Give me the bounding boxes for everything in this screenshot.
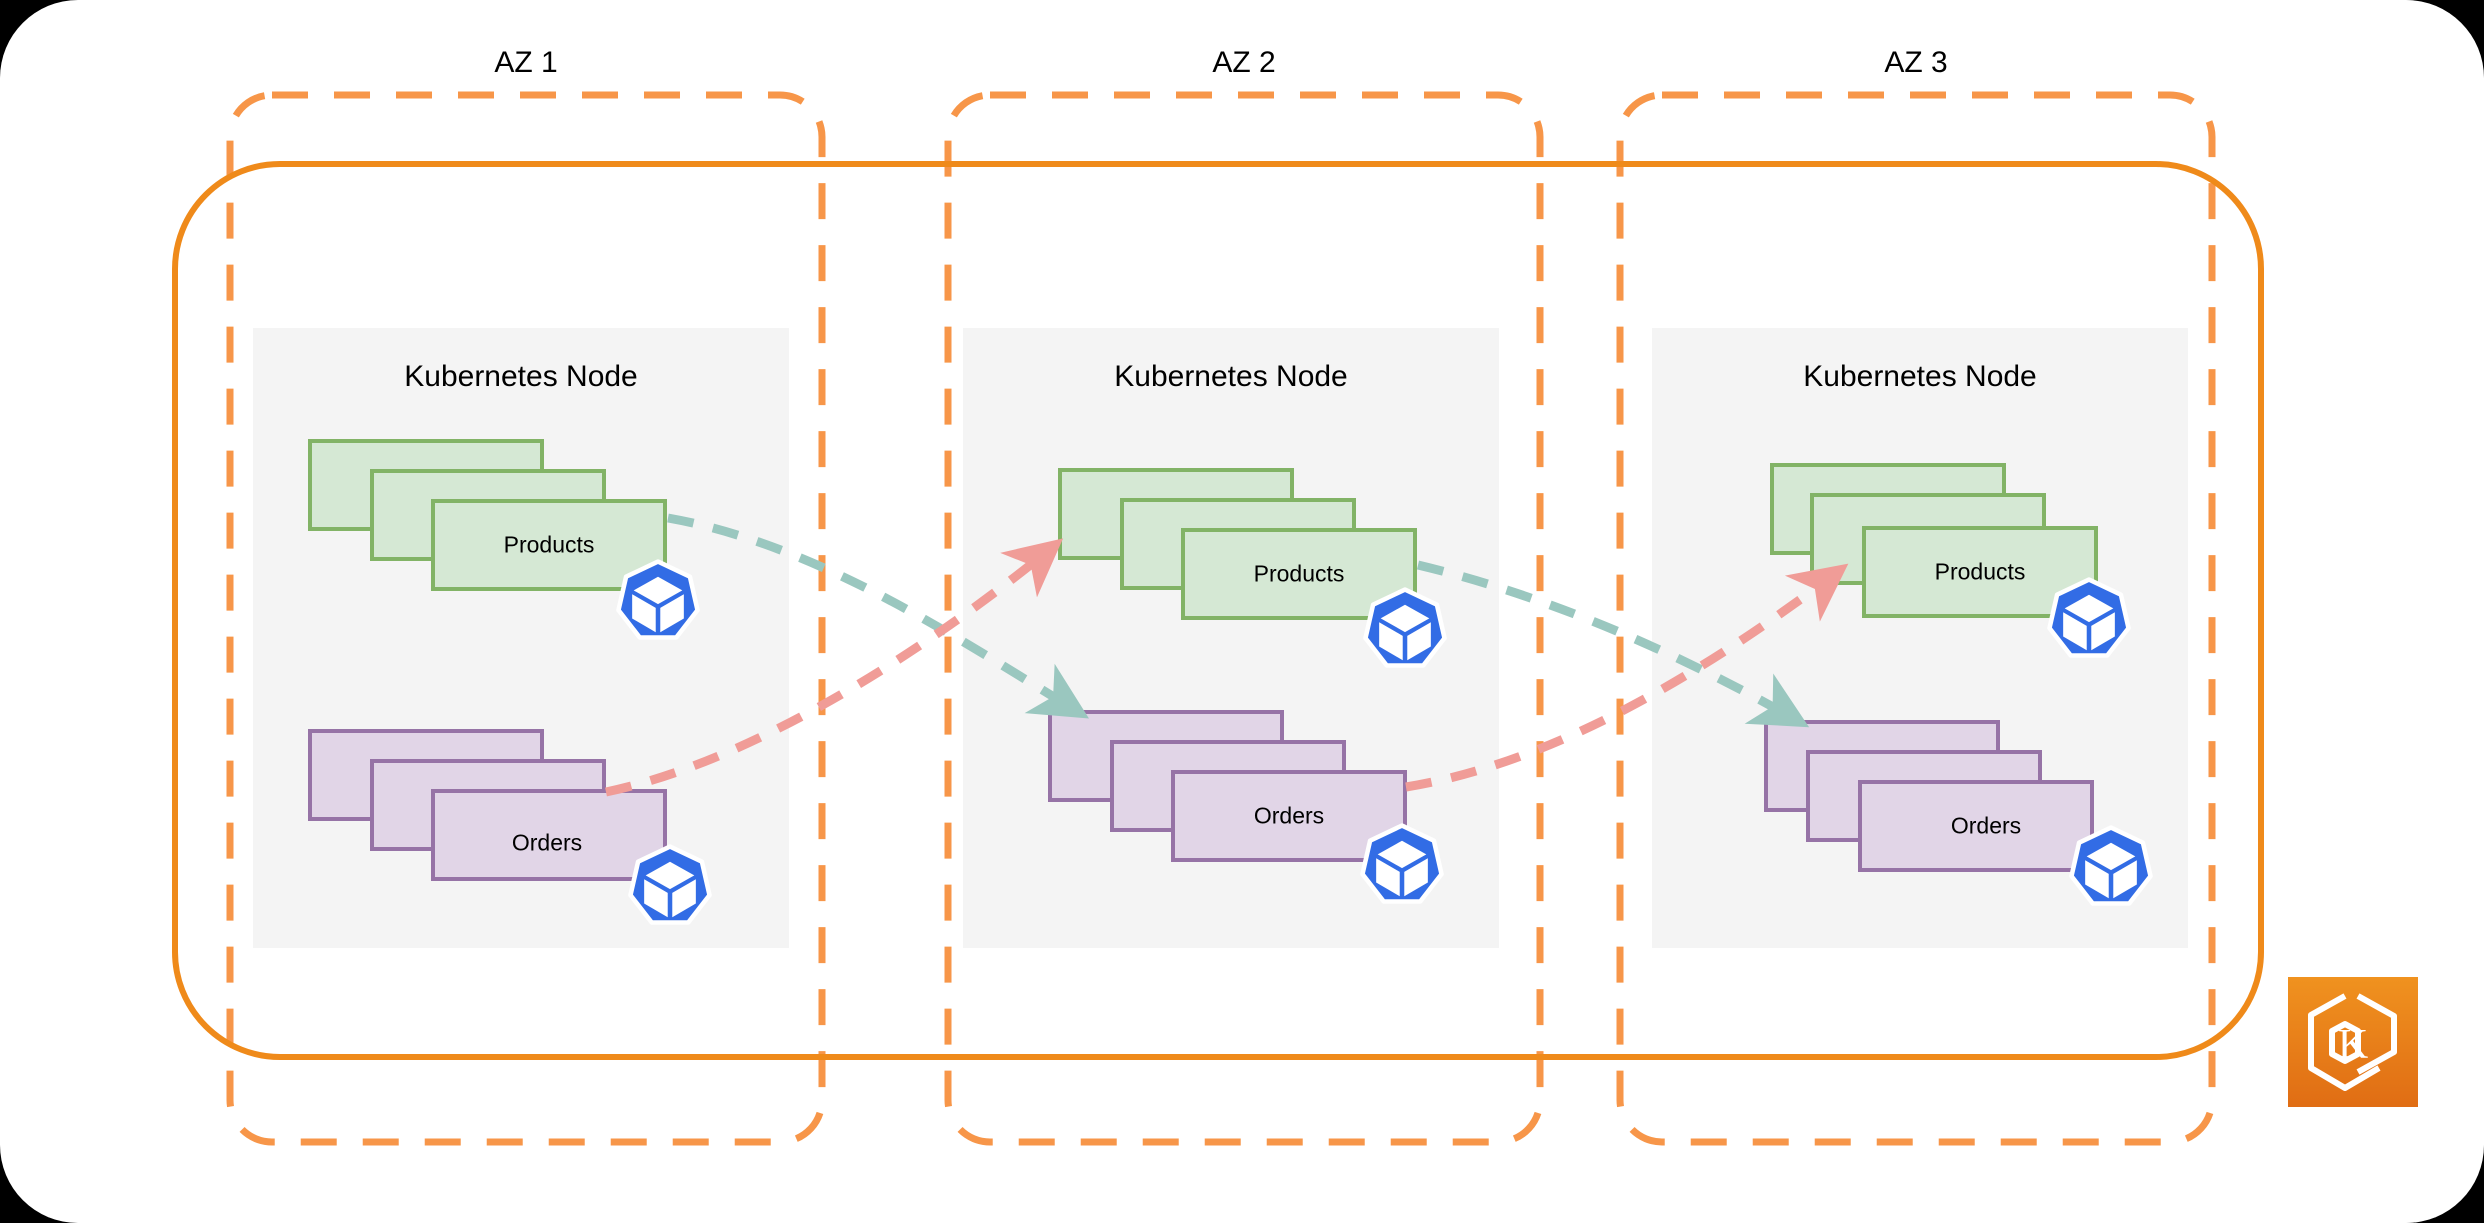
pod-label-orders-az1: Orders [511,829,583,856]
pod-stack-products-az2[interactable] [1058,468,1417,620]
connector-orders-az2-to-products-az3 [1405,563,1849,792]
aws-eks-logo-icon: K [2288,977,2418,1107]
connector-products-az1-to-orders-az2 [667,513,1089,719]
pod-stack-products-az3[interactable] [1770,463,2098,618]
pod-label-products-az3: Products [1934,558,2026,585]
kubernetes-pod-icon [1360,823,1444,904]
az-label-3: AZ 3 [1884,46,1948,79]
az-boundary-2 [944,91,1544,1146]
az-boundary-1 [226,91,826,1146]
kubernetes-pod-icon [1363,587,1447,668]
kubernetes-node-title-az1: Kubernetes Node [404,360,638,393]
pod-stack-products-az1[interactable] [308,439,667,591]
kubernetes-node-title-az3: Kubernetes Node [1803,360,2037,393]
kubernetes-node-title-az2: Kubernetes Node [1114,360,1348,393]
az-label-2: AZ 2 [1212,46,1276,79]
connector-orders-az1-to-products-az2 [605,538,1064,797]
kubernetes-pod-icon [2047,577,2131,658]
kubernetes-pod-icon [628,844,712,925]
az-boundary-3 [1616,91,2216,1146]
kubernetes-pod-icon [2069,825,2153,906]
pod-label-orders-az3: Orders [1950,812,2022,839]
eks-logo-letter: K [2338,1022,2368,1068]
pod-stack-orders-az1[interactable] [308,729,667,881]
eks-cluster-boundary [172,161,2264,1060]
pod-label-products-az2: Products [1253,560,1345,587]
pod-label-orders-az2: Orders [1253,802,1325,829]
kubernetes-pod-icon [616,559,700,640]
pod-label-products-az1: Products [503,531,595,558]
connector-products-az2-to-orders-az3 [1416,560,1810,728]
az-label-1: AZ 1 [494,46,558,79]
pod-stack-orders-az3[interactable] [1764,720,2094,872]
pod-stack-orders-az2[interactable] [1048,710,1407,862]
